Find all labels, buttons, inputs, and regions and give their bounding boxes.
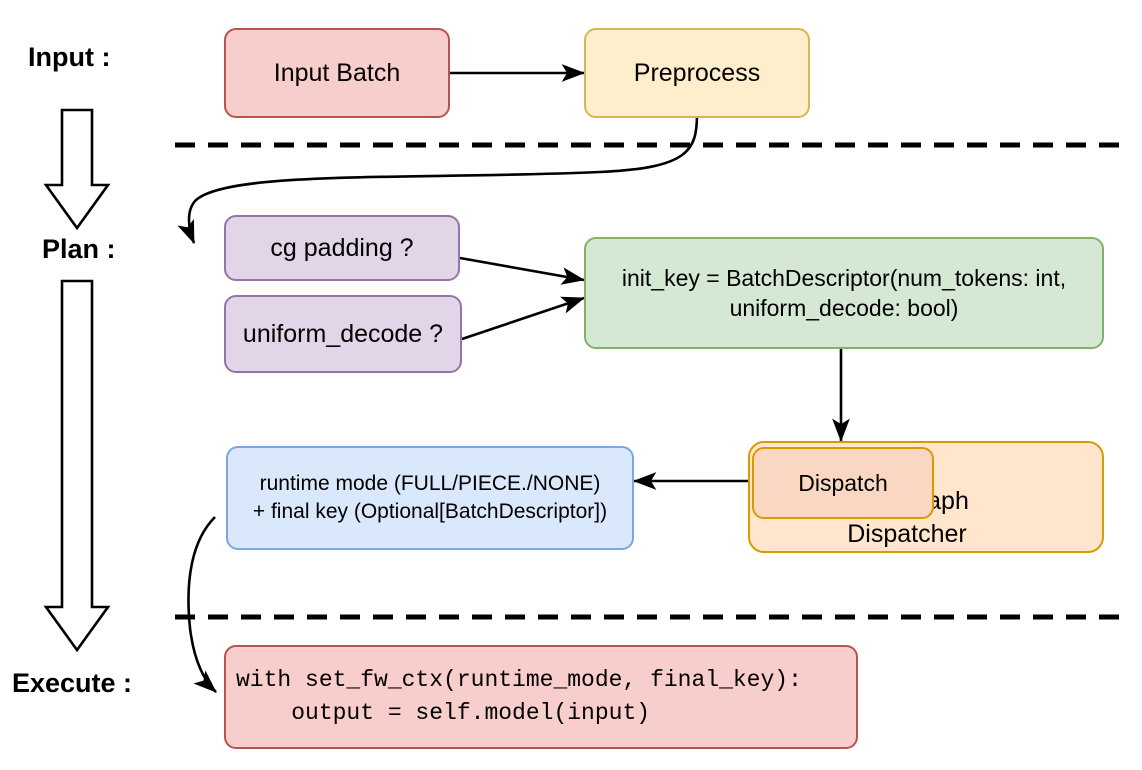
node-cudagraph-dispatcher-line2: Dispatcher — [847, 520, 967, 548]
edge-cgpadding-to-initkey — [459, 256, 586, 285]
stage-label-plan: Plan : — [42, 234, 116, 264]
node-preprocess-label: Preprocess — [633, 58, 761, 87]
node-dispatch-label: Dispatch — [798, 469, 888, 496]
edge-runtimemode-to-code — [187, 516, 217, 693]
node-runtime-mode-line2: + final key (Optional[BatchDescriptor]) — [252, 500, 608, 523]
edge-uniformdecode-to-initkey — [461, 296, 585, 341]
node-preprocess[interactable]: Preprocess — [584, 28, 810, 118]
stage-label-input: Input : — [28, 42, 111, 72]
node-init-key-line1: init_key = BatchDescriptor(num_tokens: i… — [621, 264, 1067, 291]
node-execute-code[interactable]: with set_fw_ctx(runtime_mode, final_key)… — [224, 645, 858, 749]
node-init-key-line2: uniform_decode: bool) — [729, 295, 959, 321]
node-uniform-decode[interactable]: uniform_decode ? — [224, 295, 462, 373]
node-init-key[interactable]: init_key = BatchDescriptor(num_tokens: i… — [584, 237, 1104, 349]
node-input-batch[interactable]: Input Batch — [224, 28, 450, 118]
stage-arrow-plan-to-execute — [43, 279, 111, 653]
stage-label-execute: Execute : — [12, 668, 133, 698]
node-runtime-mode-line1: runtime mode (FULL/PIECE./NONE) — [259, 472, 601, 496]
node-cg-padding-label: cg padding ? — [270, 233, 414, 262]
node-runtime-mode[interactable]: runtime mode (FULL/PIECE./NONE) + final … — [226, 446, 634, 550]
node-cg-padding[interactable]: cg padding ? — [224, 215, 460, 281]
node-execute-code-line1: with set_fw_ctx(runtime_mode, final_key)… — [236, 666, 802, 693]
node-dispatch[interactable]: Dispatch — [752, 447, 934, 519]
node-uniform-decode-label: uniform_decode ? — [242, 319, 444, 348]
node-execute-code-line2: output = self.model(input) — [236, 700, 651, 726]
node-input-batch-label: Input Batch — [273, 58, 401, 87]
stage-arrow-input-to-plan — [43, 108, 111, 231]
